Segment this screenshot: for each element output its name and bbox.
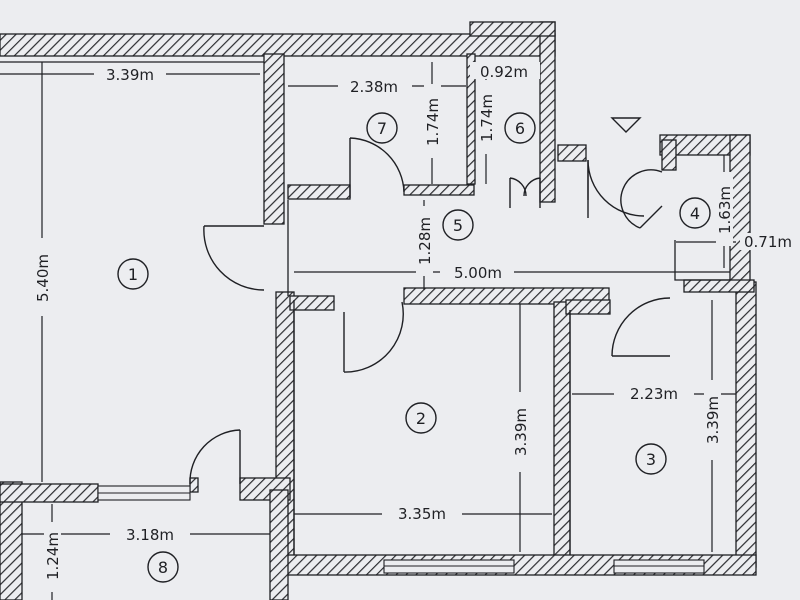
- wall-6-side: [557, 144, 587, 162]
- dim-room6-depth: 1.74m: [478, 94, 496, 142]
- dim-room4-depth: 1.63m: [716, 186, 734, 234]
- room-8-label: 8: [147, 551, 179, 583]
- wall-top-right-cap: [469, 21, 556, 37]
- wall-hall-bottom-left: [289, 295, 335, 311]
- room-4-label: 4: [679, 197, 711, 229]
- wall-2-3: [553, 301, 571, 561]
- doors: [189, 137, 671, 485]
- wall-1-8: [0, 483, 99, 503]
- wall-3-top: [565, 299, 611, 315]
- wall-right-upper: [539, 21, 556, 203]
- dim-room2-width: 3.35m: [398, 505, 446, 523]
- dim-room1-length: 5.40m: [34, 254, 52, 302]
- dim-room1-width: 3.39m: [106, 66, 154, 84]
- door-entrance: [587, 159, 645, 218]
- room-numbers: 1 2 3 4 5 6 7 8: [117, 112, 711, 583]
- wall-left-lower: [0, 481, 23, 600]
- door-room4: [620, 169, 663, 229]
- svg-text:8: 8: [158, 558, 168, 577]
- wall-hall-bottom: [403, 287, 610, 305]
- svg-text:6: 6: [515, 119, 525, 138]
- door-room7: [349, 137, 405, 198]
- dim-room2-depth: 3.39m: [512, 408, 530, 456]
- dim-hall-length: 5.00m: [454, 264, 502, 282]
- room-1-label: 1: [117, 258, 149, 290]
- svg-text:1: 1: [128, 265, 138, 284]
- wall-3-top-right: [683, 279, 755, 293]
- room-5-label: 5: [442, 209, 474, 241]
- dimension-lines: [0, 62, 736, 600]
- dim-room3-depth: 3.39m: [704, 396, 722, 444]
- wall-8-left-stub: [189, 477, 199, 493]
- wall-right-lower: [735, 281, 757, 568]
- svg-text:2: 2: [416, 409, 426, 428]
- svg-text:5: 5: [453, 216, 463, 235]
- dim-room6-width: 0.92m: [480, 63, 528, 81]
- room-outlines: [0, 61, 730, 555]
- svg-text:3: 3: [646, 450, 656, 469]
- dimension-labels: 3.39m 5.40m 2.38m 1.74m 0.92m 1.74m 1.28…: [34, 62, 800, 592]
- door-room8: [189, 429, 241, 485]
- wall-top: [0, 33, 556, 57]
- wall-8-right: [269, 489, 289, 600]
- wall-1-7: [263, 53, 285, 225]
- door-room3: [611, 297, 671, 357]
- wall-4-left: [661, 139, 677, 171]
- door-room2: [343, 301, 404, 373]
- door-room6-right: [523, 177, 541, 208]
- room-7-label: 7: [366, 112, 398, 144]
- dim-hall-width: 1.28m: [416, 217, 434, 265]
- room-3-label: 3: [635, 443, 667, 475]
- wall-7-bottom-2: [403, 184, 475, 196]
- walls: [0, 21, 757, 600]
- dim-room7-width: 2.38m: [350, 78, 398, 96]
- dim-room8-width: 3.18m: [126, 526, 174, 544]
- door-room6-left: [509, 177, 527, 208]
- dim-room4-width: 0.71m: [744, 233, 792, 251]
- door-room1: [203, 225, 265, 291]
- entrance-triangle-marker: [610, 117, 642, 133]
- svg-text:7: 7: [377, 119, 387, 138]
- room-2-label: 2: [405, 402, 437, 434]
- dim-room8-depth: 1.24m: [44, 532, 62, 580]
- room-6-label: 6: [504, 112, 536, 144]
- dim-room3-width: 2.23m: [630, 385, 678, 403]
- wall-7-6: [466, 53, 476, 185]
- svg-text:4: 4: [690, 204, 700, 223]
- windows: [97, 485, 705, 574]
- wall-7-bottom: [287, 184, 351, 200]
- dim-room7-depth: 1.74m: [424, 98, 442, 146]
